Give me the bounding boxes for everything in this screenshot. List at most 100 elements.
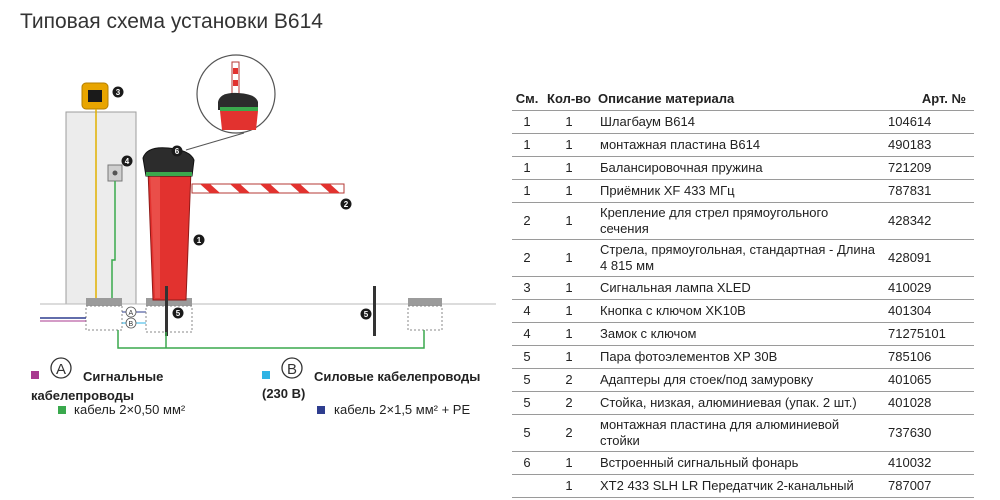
cell-article: 428091 bbox=[878, 239, 974, 277]
cell-sm: 4 bbox=[512, 322, 542, 346]
photocell-post-left bbox=[165, 286, 168, 336]
table-header-row: См. Кол-во Описание материала Арт. № bbox=[512, 90, 974, 111]
cell-article: 71275101 bbox=[878, 322, 974, 346]
zoom-detail bbox=[185, 54, 276, 151]
diagram-drawing: A B bbox=[31, 54, 496, 417]
header-description: Описание материала bbox=[596, 90, 878, 111]
cell-description: Стрела, прямоугольная, стандартная - Дли… bbox=[596, 239, 878, 277]
legend-a-cable-label: кабель 2×0,50 мм² bbox=[74, 402, 186, 417]
cell-qty: 2 bbox=[542, 391, 596, 415]
cell-description: монтажная пластина B614 bbox=[596, 133, 878, 157]
legend-b-cable-label: кабель 2×1,5 мм² + PE bbox=[334, 402, 470, 417]
cell-sm: 1 bbox=[512, 110, 542, 134]
cell-qty: 1 bbox=[542, 322, 596, 346]
cell-description: XT2 433 SLH LR Передатчик 2-канальный bbox=[596, 474, 878, 498]
svg-text:5: 5 bbox=[176, 309, 181, 318]
cell-qty: 1 bbox=[542, 345, 596, 369]
cell-description: Адаптеры для стоек/под замуровку bbox=[596, 368, 878, 392]
svg-text:B: B bbox=[129, 321, 134, 328]
cell-qty: 2 bbox=[542, 368, 596, 392]
cell-article: 410032 bbox=[878, 451, 974, 475]
cell-sm: 5 bbox=[512, 414, 542, 452]
cell-article: 401065 bbox=[878, 368, 974, 392]
cell-description: Крепление для стрел прямоугольного сечен… bbox=[596, 202, 878, 240]
svg-text:3: 3 bbox=[116, 88, 121, 97]
legend-b-title: Силовые кабелепроводы bbox=[314, 369, 480, 384]
cell-description: монтажная пластина для алюминиевой стойк… bbox=[596, 414, 878, 452]
junction-box-left bbox=[85, 298, 123, 331]
legend-b-circle bbox=[281, 357, 303, 379]
cell-qty: 1 bbox=[542, 179, 596, 203]
cell-article: 401028 bbox=[878, 391, 974, 415]
cell-qty: 1 bbox=[542, 299, 596, 323]
legend-a-circle bbox=[50, 357, 72, 379]
barrier-cabinet bbox=[142, 147, 195, 301]
installation-diagram: A B bbox=[0, 50, 500, 500]
cell-qty: 1 bbox=[542, 156, 596, 180]
cell-sm: 5 bbox=[512, 345, 542, 369]
header-article: Арт. № bbox=[878, 90, 974, 111]
cell-sm: 1 bbox=[512, 156, 542, 180]
cell-qty: 1 bbox=[542, 474, 596, 498]
cell-description: Стойка, низкая, алюминиевая (упак. 2 шт.… bbox=[596, 391, 878, 415]
legend-power-cables: B Силовые кабелепроводы (230 В) кабель 2… bbox=[262, 357, 480, 417]
cell-article: 721209 bbox=[878, 156, 974, 180]
cell-sm: 6 bbox=[512, 451, 542, 475]
cell-article: 428342 bbox=[878, 202, 974, 240]
cell-article: 737630 bbox=[878, 414, 974, 452]
cell-sm: 5 bbox=[512, 391, 542, 415]
callout-3: 3 bbox=[112, 86, 124, 98]
header-sm: См. bbox=[512, 90, 542, 111]
cell-description: Встроенный сигнальный фонарь bbox=[596, 451, 878, 475]
cell-qty: 2 bbox=[542, 414, 596, 452]
callout-5-right: 5 bbox=[360, 308, 372, 320]
cell-qty: 1 bbox=[542, 133, 596, 157]
cell-sm: 4 bbox=[512, 299, 542, 323]
underground-cable bbox=[117, 330, 425, 349]
callout-4: 4 bbox=[121, 155, 133, 167]
key-switch-wire bbox=[111, 181, 116, 298]
legend-b-letter: B bbox=[287, 361, 297, 378]
svg-text:4: 4 bbox=[125, 157, 130, 166]
cell-description: Пара фотоэлементов XP 30B bbox=[596, 345, 878, 369]
svg-text:A: A bbox=[129, 310, 134, 317]
callout-6: 6 bbox=[171, 145, 183, 157]
legend-a-marker bbox=[31, 371, 39, 379]
cell-qty: 1 bbox=[542, 239, 596, 277]
legend-a-cable-marker bbox=[58, 406, 66, 414]
signal-lamp-icon bbox=[81, 82, 109, 110]
cell-article: 401304 bbox=[878, 299, 974, 323]
svg-text:2: 2 bbox=[344, 200, 349, 209]
cell-description: Шлагбаум B614 bbox=[596, 110, 878, 134]
conduit-b-marker: B bbox=[122, 317, 148, 329]
cell-qty: 1 bbox=[542, 451, 596, 475]
junction-box-right bbox=[407, 298, 443, 331]
cell-sm: 2 bbox=[512, 239, 542, 277]
legend-signal-cables: A Сигнальные кабелепроводы кабель 2×0,50… bbox=[31, 357, 186, 417]
legend-a-title-line2: кабелепроводы bbox=[31, 388, 134, 403]
cell-article: 104614 bbox=[878, 110, 974, 134]
cell-sm: 2 bbox=[512, 202, 542, 240]
cell-qty: 1 bbox=[542, 202, 596, 240]
svg-text:5: 5 bbox=[364, 310, 369, 319]
cell-description: Кнопка с ключом XK10B bbox=[596, 299, 878, 323]
legend-b-marker bbox=[262, 371, 270, 379]
cell-description: Замок с ключом bbox=[596, 322, 878, 346]
svg-text:6: 6 bbox=[175, 147, 180, 156]
cell-sm: 1 bbox=[512, 133, 542, 157]
cell-description: Сигнальная лампа XLED bbox=[596, 276, 878, 300]
